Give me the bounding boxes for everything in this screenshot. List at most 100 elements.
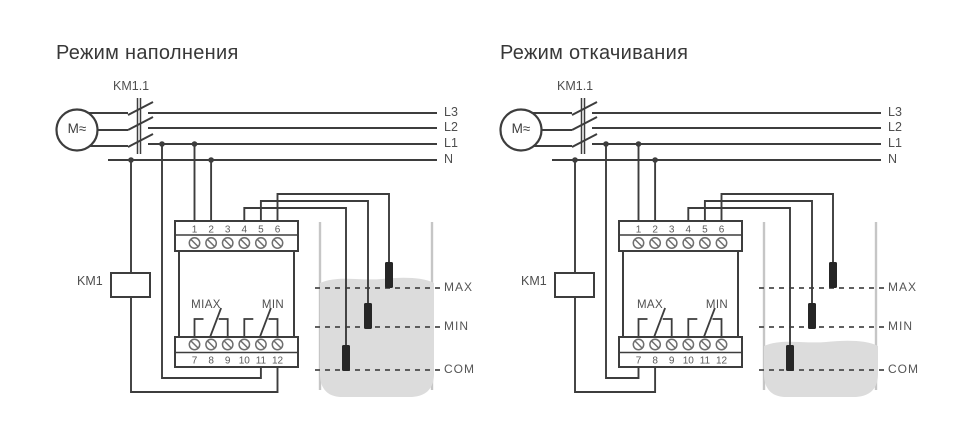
screw-terminal-icon	[238, 237, 251, 249]
diagram-title: Режим откачивания	[500, 42, 689, 64]
l1-to-relay-contact	[605, 144, 640, 379]
level-sensors	[243, 193, 393, 371]
screw-terminal-icon	[698, 237, 711, 249]
max-electrode	[385, 262, 393, 288]
com-electrode	[786, 345, 794, 371]
screw-slot	[684, 340, 693, 349]
terminal-number: 10	[239, 356, 251, 367]
screw-terminal-icon	[205, 338, 218, 351]
relay-contacts	[193, 307, 279, 338]
max-contact-blade	[653, 307, 666, 338]
screw-terminal-icon	[205, 237, 218, 249]
supply-wiring	[110, 144, 279, 393]
terminal-number: 8	[652, 356, 658, 367]
screw-terminal-icon	[715, 237, 728, 249]
max-sensor-lead	[720, 193, 834, 262]
max-contact-label: MIAX	[191, 299, 221, 311]
level-max-label: MAX	[444, 280, 474, 294]
phase-l1-label: L1	[444, 136, 458, 150]
junction-dot	[603, 141, 609, 147]
min-contact-blade	[703, 307, 716, 338]
coil-to-relay-contact	[574, 297, 657, 393]
junction-dots	[128, 141, 214, 163]
max-contact-label: MAX	[636, 299, 664, 311]
neutral-label: N	[444, 152, 454, 166]
level-max-label: MAX	[888, 280, 918, 294]
terminal-number: 4	[686, 225, 692, 236]
min-electrode	[364, 303, 372, 329]
screw-terminal-icon	[254, 237, 267, 249]
com-electrode	[342, 345, 350, 371]
screw-slot	[240, 340, 249, 349]
max-contact-no-leg	[218, 318, 229, 337]
junction-dot	[635, 141, 642, 147]
screw-terminal-icon	[698, 338, 711, 351]
max-sensor-lead	[276, 193, 390, 262]
min-sensor-lead	[259, 200, 369, 303]
screw-terminal-icon	[271, 338, 284, 351]
coil-label: KM1	[77, 274, 103, 288]
screw-terminal-icon	[238, 338, 251, 351]
phase-l3-label: L3	[888, 105, 902, 119]
motor	[55, 108, 128, 152]
water-fill	[764, 340, 878, 397]
supply-wiring	[554, 144, 657, 393]
screw-terminal-icon	[188, 338, 201, 351]
terminal-number: 10	[683, 356, 695, 367]
min-contact-no-leg	[268, 318, 279, 337]
tank	[315, 222, 440, 397]
terminal-number: 9	[669, 356, 675, 367]
terminal-number: 11	[256, 356, 267, 367]
junction-dot	[159, 141, 165, 147]
max-contact-no-leg	[662, 318, 673, 337]
terminal-number: 4	[242, 225, 248, 236]
motor-label: M≈	[511, 121, 531, 136]
screw-slot	[207, 340, 216, 349]
screw-terminal-icon	[665, 237, 678, 249]
km1-coil	[110, 272, 151, 298]
screw-slot	[700, 238, 709, 248]
km1-coil	[554, 272, 595, 298]
phase-l2-label: L2	[444, 120, 458, 134]
screw-slot	[223, 238, 232, 248]
screw-terminal-icon	[665, 338, 678, 351]
level-min-label: MIN	[888, 319, 913, 333]
contactor-km11	[127, 98, 154, 154]
level-min-label: MIN	[444, 319, 469, 333]
min-contact-no-leg	[712, 318, 723, 337]
phase-l3-label: L3	[444, 105, 458, 119]
screw-slot	[700, 340, 709, 349]
terminal-number: 7	[636, 356, 642, 367]
min-contact-blade	[259, 307, 272, 338]
screw-terminal-icon	[715, 338, 728, 351]
max-electrode	[829, 262, 837, 288]
min-sensor-lead	[703, 200, 813, 303]
screw-terminal-icon	[649, 237, 662, 249]
screw-terminal-icon	[682, 237, 695, 249]
phase-l1-label: L1	[888, 136, 902, 150]
terminal-number: 5	[702, 225, 708, 236]
power-lines	[108, 112, 437, 161]
terminal-number: 2	[208, 225, 214, 236]
tank	[759, 222, 884, 397]
terminal-number: 11	[700, 356, 711, 367]
screw-terminal-icon	[632, 338, 645, 351]
screw-slot	[651, 340, 660, 349]
terminal-number: 12	[272, 356, 284, 367]
terminal-number: 1	[192, 225, 198, 236]
terminal-number: 7	[192, 356, 198, 367]
contactor-label: KM1.1	[113, 79, 150, 93]
water-fill	[320, 277, 434, 397]
screw-slot	[634, 340, 643, 349]
level-sensors	[687, 193, 837, 371]
coil-label: KM1	[521, 274, 547, 288]
motor	[499, 108, 572, 152]
